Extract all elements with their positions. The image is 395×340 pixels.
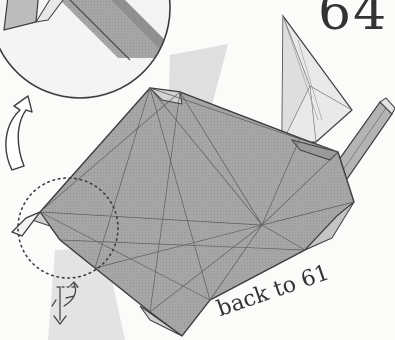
magnified-detail-circle bbox=[0, 0, 180, 100]
left-flap bbox=[12, 212, 40, 236]
step-number: 64 bbox=[318, 0, 388, 38]
curved-arrow-up-icon bbox=[6, 96, 32, 170]
